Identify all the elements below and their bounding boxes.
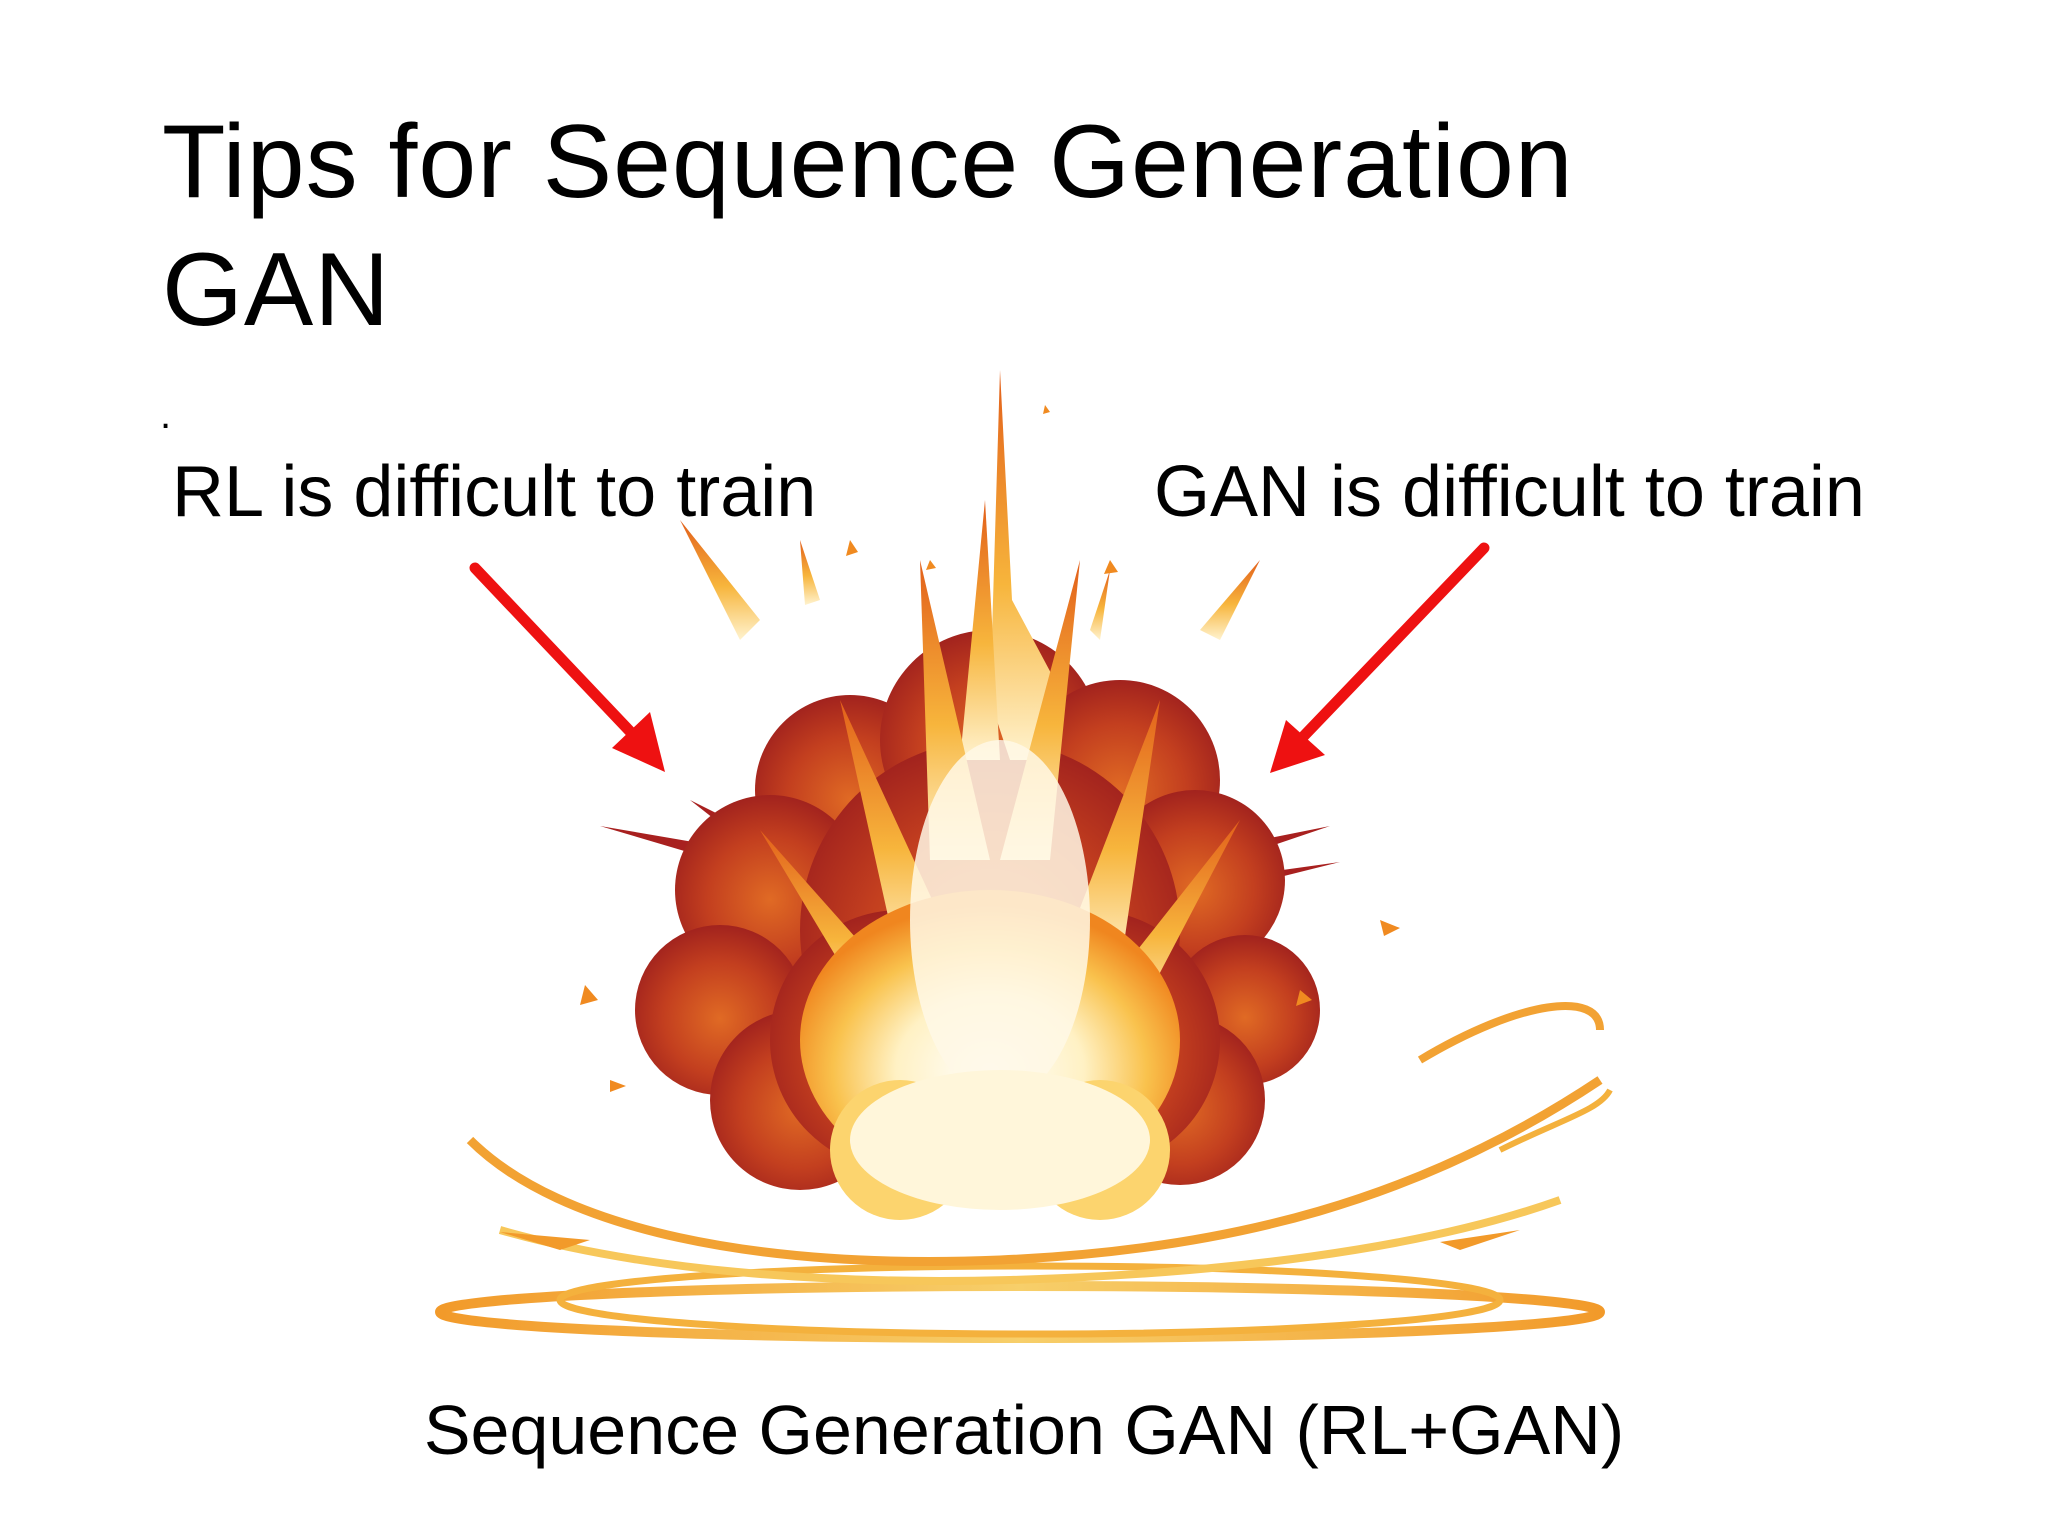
bullet-dot: . xyxy=(160,393,172,437)
sparks xyxy=(580,405,1400,1092)
arrow-right xyxy=(1270,542,1490,773)
arrow-left xyxy=(469,562,665,772)
flames xyxy=(680,370,1260,1030)
caption: Sequence Generation GAN (RL+GAN) xyxy=(423,1391,1625,1469)
explosion-core xyxy=(800,740,1180,1220)
slide-title: Tips for Sequence Generation GAN xyxy=(162,98,1574,354)
title-line-2: GAN xyxy=(162,232,391,348)
arrow-right-head-icon xyxy=(1270,720,1325,773)
right-label: GAN is difficult to train xyxy=(1154,452,1865,532)
left-label: RL is difficult to train xyxy=(172,452,817,532)
ground-splash xyxy=(435,1002,1613,1343)
title-line-1: Tips for Sequence Generation xyxy=(162,104,1574,220)
arrow-left-head-icon xyxy=(612,712,665,772)
